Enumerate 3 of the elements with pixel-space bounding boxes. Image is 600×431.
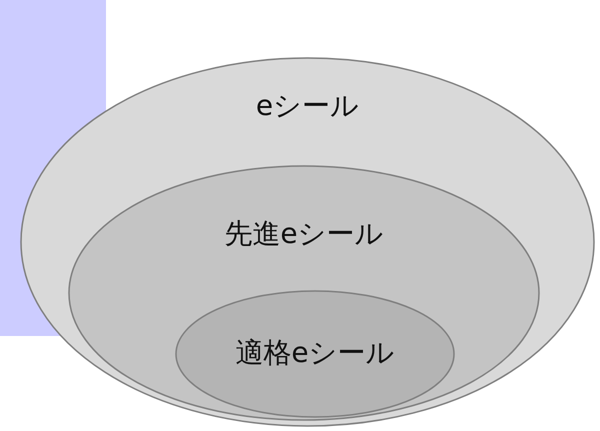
set-label: 適格eシール xyxy=(235,335,395,371)
set-label: 先進eシール xyxy=(224,216,384,252)
set-label: eシール xyxy=(256,88,360,124)
